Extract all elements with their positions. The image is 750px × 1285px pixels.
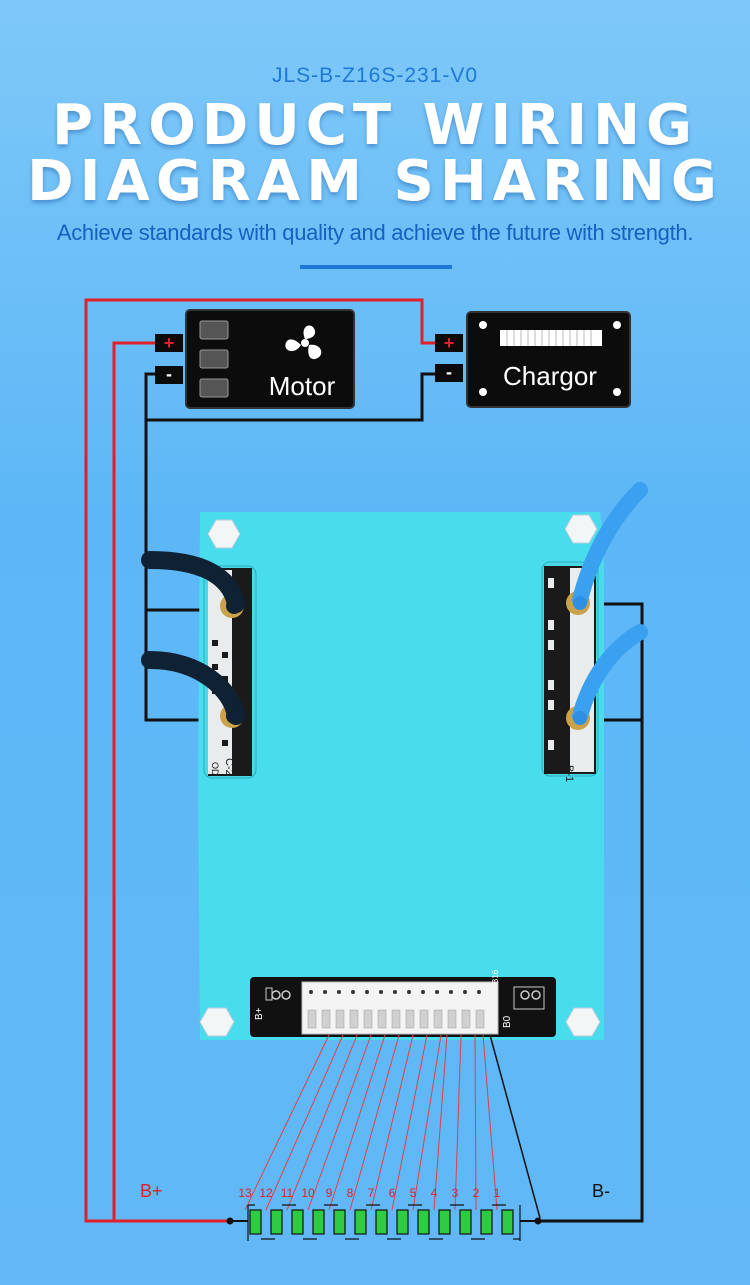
- right-terminal-strip: B-1: [541, 561, 599, 782]
- cell-label: 7: [368, 1186, 375, 1200]
- motor-plus-label: +: [164, 333, 175, 353]
- charger-module: + - Chargor: [435, 311, 631, 408]
- battery-pack: 13 12 11 10 9 8 7 6 5 4 3 2 1 B+ B-: [140, 1181, 610, 1241]
- b0-lead: [489, 1034, 541, 1219]
- silk-od: OD: [210, 762, 220, 776]
- cell-number-labels: 13 12 11 10 9 8 7 6 5 4 3 2 1: [238, 1186, 500, 1200]
- fan-icon: [285, 325, 322, 360]
- c-minus-wire-2: [144, 610, 210, 722]
- silk-b-minus-1: B-1: [563, 765, 575, 782]
- battery-cables: [572, 482, 648, 724]
- charger-plus-label: +: [444, 333, 455, 353]
- cell-label: 5: [410, 1186, 417, 1200]
- model-number: JLS-B-Z16S-231-V0: [271, 64, 479, 87]
- charger-label: Chargor: [503, 361, 597, 391]
- cell-label: 4: [431, 1186, 438, 1200]
- motor-minus-label: -: [166, 364, 172, 384]
- cell-label: 6: [389, 1186, 396, 1200]
- cell-label: 12: [259, 1186, 273, 1200]
- battery-cells: [247, 1204, 521, 1241]
- cell-label: 10: [301, 1186, 315, 1200]
- negative-wires: [144, 372, 644, 1223]
- cell-label: 8: [347, 1186, 354, 1200]
- b-minus-label: B-: [592, 1181, 610, 1201]
- silk-b16: B16: [491, 969, 500, 984]
- cell-label: 13: [238, 1186, 252, 1200]
- silk-b-plus: B+: [254, 1007, 265, 1020]
- motor-negative-wire: [144, 372, 437, 422]
- charger-positive-wire: [84, 298, 437, 1223]
- cell-label: 1: [494, 1186, 501, 1200]
- positive-wires: [84, 298, 437, 1223]
- motor-terminal-icons: [199, 320, 229, 398]
- bms-board: C- C-2 OD B-1: [141, 482, 648, 1040]
- b-minus-wire-1: [538, 602, 644, 1223]
- title-line-1: PRODUCT WIRING: [52, 93, 698, 158]
- mount-hole-br: [565, 1007, 601, 1037]
- silk-c-minus-2: C-2: [223, 758, 235, 776]
- motor-cables: [141, 551, 245, 725]
- b-plus-label: B+: [140, 1181, 163, 1201]
- cell-label: 2: [473, 1186, 480, 1200]
- cell-label: 3: [452, 1186, 459, 1200]
- silk-b0: B0: [502, 1015, 513, 1028]
- motor-module: + - Motor: [155, 309, 355, 409]
- subtitle: Achieve standards with quality and achie…: [56, 220, 694, 245]
- title-underline: [300, 265, 452, 269]
- charger-display-bar: [500, 330, 602, 346]
- title-line-2: DIAGRAM SHARING: [27, 149, 723, 214]
- motor-positive-wire: [112, 341, 157, 1221]
- mount-hole-tr: [564, 514, 598, 544]
- mount-hole-tl: [207, 519, 241, 549]
- balance-leads: [244, 1034, 498, 1211]
- cell-label: 9: [326, 1186, 333, 1200]
- charger-minus-label: -: [446, 362, 452, 382]
- balance-connector: B+ B0 B16: [250, 969, 556, 1037]
- cell-label: 11: [281, 1186, 294, 1200]
- mount-hole-bl: [199, 1007, 235, 1037]
- motor-label: Motor: [269, 371, 336, 401]
